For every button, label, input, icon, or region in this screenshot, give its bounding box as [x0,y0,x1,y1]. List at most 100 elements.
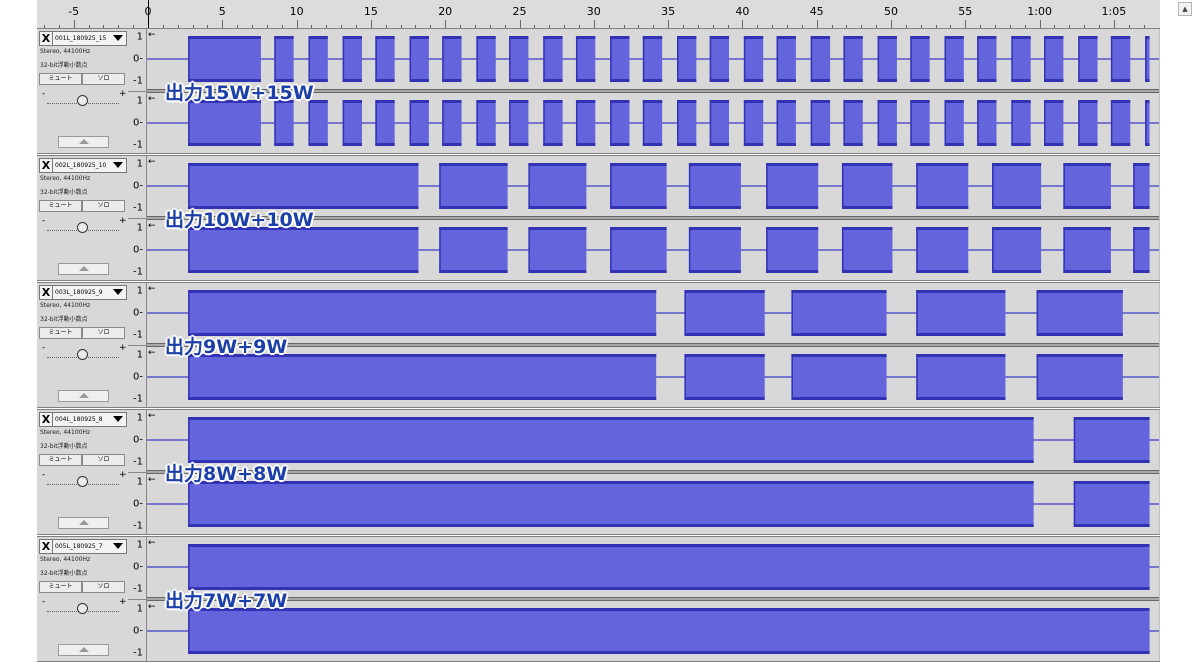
track-close-button[interactable]: X [40,286,53,299]
track-close-button[interactable]: X [40,159,53,172]
ruler-minor-tick [415,25,417,28]
gain-slider-knob[interactable] [77,603,88,614]
waveform-segment [575,36,596,82]
right-channel[interactable]: ← [147,220,1159,280]
waveform-right[interactable] [147,474,1159,534]
right-channel[interactable]: ← [147,474,1159,534]
collapse-track-button[interactable] [58,136,109,148]
waveform-segment [743,100,764,146]
collapse-track-button[interactable] [58,517,109,529]
solo-button[interactable]: ソロ [82,73,125,85]
track-name-label[interactable]: 003L_180925_9 [55,289,103,296]
vertical-scrollbar[interactable]: ▲ [1170,0,1198,630]
ruler-minor-tick [1099,25,1101,28]
waveform-segment-peak-top [977,100,997,103]
waveform-segment-peak-bottom [642,143,663,146]
amplitude-tick-label: 0- [133,561,143,573]
waveform-segment [409,36,429,82]
track-menu-dropdown-icon[interactable] [113,416,123,422]
solo-button[interactable]: ソロ [82,454,125,466]
track-close-button[interactable]: X [40,540,53,553]
waveform-segment [709,36,730,82]
waveform-left[interactable] [147,537,1159,597]
track-menu-dropdown-icon[interactable] [113,162,123,168]
waveform-right[interactable] [147,601,1159,661]
ruler-minor-tick [103,25,105,28]
track-menu-dropdown-icon[interactable] [113,543,123,549]
waveform-segment-peak-top [274,100,294,103]
left-channel[interactable]: ← [147,410,1159,470]
mute-button[interactable]: ミュート [39,327,82,339]
solo-button[interactable]: ソロ [82,200,125,212]
waveform-right[interactable] [147,220,1159,280]
right-channel[interactable]: ← [147,347,1159,407]
waveform-left[interactable] [147,410,1159,470]
gain-slider-knob[interactable] [77,95,88,106]
waveform-right[interactable] [147,347,1159,407]
waveform-segment-peak-bottom [342,143,362,146]
collapse-track-button[interactable] [58,644,109,656]
track-name-label[interactable]: 004L_180925_8 [55,416,103,423]
waveform-left[interactable] [147,29,1159,89]
gain-slider-knob[interactable] [77,222,88,233]
timeline-ruler[interactable]: -505101520253035404550551:001:05 [37,0,1160,29]
mute-button[interactable]: ミュート [39,73,82,85]
waveform-left[interactable] [147,156,1159,216]
waveform-segment [1145,36,1150,82]
ruler-major-tick [1113,20,1115,28]
waveform-segment-edge [992,227,994,273]
amplitude-ruler-separator [128,218,146,219]
track-close-button[interactable]: X [40,32,53,45]
ruler-minor-tick [400,25,402,28]
left-channel[interactable]: ← [147,537,1159,597]
track-close-button[interactable]: X [40,413,53,426]
waveform-segment-peak-top [274,36,294,39]
mute-button[interactable]: ミュート [39,454,82,466]
left-channel[interactable]: ← [147,29,1159,89]
waveform-segment-peak-bottom [916,333,1006,336]
ruler-tick-label: 5 [218,5,226,18]
track-name-label[interactable]: 001L_180925_15 [55,35,107,42]
track-name-label[interactable]: 005L_180925_7 [55,543,103,550]
waveform-right[interactable] [147,93,1159,153]
collapse-track-button[interactable] [58,390,109,402]
waveform-segment-peak-bottom [791,333,887,336]
waveform-segment-peak-top [677,100,697,103]
collapse-track-button[interactable] [58,263,109,275]
waveform-segment [916,163,969,209]
waveform-segment-peak-top [944,100,964,103]
playhead-marker[interactable] [148,0,149,28]
right-channel[interactable]: ← [147,601,1159,661]
waveform-segment-peak-top [1110,36,1131,39]
left-channel[interactable]: ← [147,156,1159,216]
channel-arrow-icon: ← [148,30,156,40]
mute-button[interactable]: ミュート [39,200,82,212]
waveform-segment-edge [677,100,679,146]
waveform-segment-edge [439,227,441,273]
waveform-left[interactable] [147,283,1159,343]
waveform-segment [375,100,395,146]
waveform-segment-peak-top [342,36,362,39]
waveform-segment-peak-top [688,163,741,166]
gain-slider-knob[interactable] [77,476,88,487]
gain-slider-knob[interactable] [77,349,88,360]
scroll-up-arrow-icon[interactable]: ▲ [1178,2,1192,16]
mute-button[interactable]: ミュート [39,581,82,593]
track-menu-dropdown-icon[interactable] [113,289,123,295]
waveform-segment [1044,36,1064,82]
ruler-major-tick [668,20,670,28]
left-channel[interactable]: ← [147,283,1159,343]
solo-button[interactable]: ソロ [82,581,125,593]
amplitude-tick-label: 0- [133,498,143,510]
right-channel[interactable]: ← [147,93,1159,153]
waveform-segment [1073,481,1150,527]
track-menu-dropdown-icon[interactable] [113,35,123,41]
waveform-segment [766,163,819,209]
solo-button[interactable]: ソロ [82,327,125,339]
track-name-label[interactable]: 002L_180925_10 [55,162,107,169]
